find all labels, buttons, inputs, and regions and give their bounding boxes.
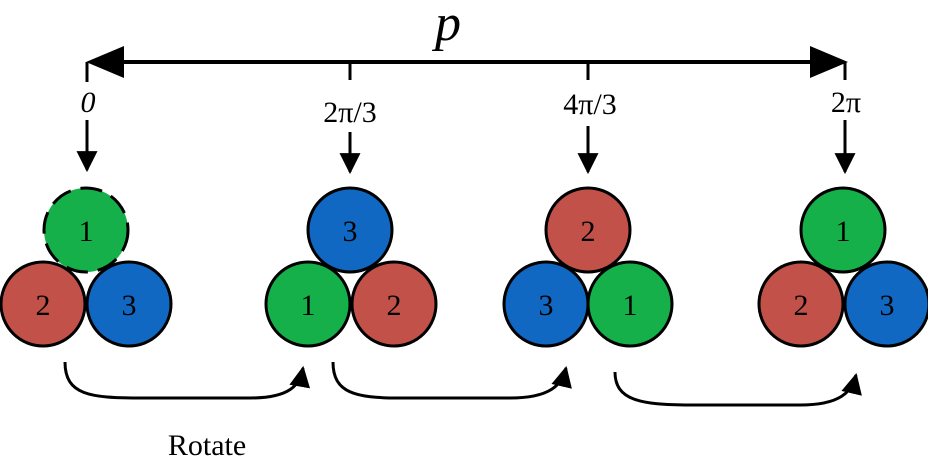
conductor-bottom-right-circle — [350, 260, 438, 348]
conductor-bottom-left-number: 2 — [794, 289, 809, 322]
conductor-group-1: 2 3 1 — [0, 186, 173, 348]
angle-label-0: 0 — [81, 86, 96, 119]
conductor-bottom-left-circle — [0, 260, 87, 348]
angle-label-1: 2π/3 — [323, 96, 376, 129]
conductor-group-3: 3 1 2 — [502, 186, 674, 348]
conductor-bottom-left-number: 3 — [539, 289, 554, 322]
conductor-bottom-right-circle — [586, 260, 674, 348]
conductor-top-number: 1 — [836, 215, 851, 248]
conductor-top-number: 2 — [581, 215, 596, 248]
conductor-bottom-right-circle — [843, 260, 928, 348]
rotate-arrow-3 — [613, 371, 862, 407]
conductor-group-4: 2 3 1 — [757, 186, 928, 348]
conductor-top-circle — [306, 186, 394, 274]
conductor-top-circle — [544, 186, 632, 274]
period-arrow — [86, 46, 848, 78]
rotation-arrows — [63, 361, 862, 407]
rotate-label: Rotate — [168, 429, 246, 460]
conductor-bottom-left-circle — [757, 260, 845, 348]
rotate-arrow-2 — [331, 361, 572, 400]
conductor-bottom-left-number: 2 — [36, 289, 51, 322]
angle-label-2: 4π/3 — [563, 88, 616, 121]
period-arrow-right-head — [810, 46, 848, 78]
period-label: p — [431, 0, 461, 52]
conductor-bottom-right-circle — [85, 260, 173, 348]
conductor-top-number: 1 — [79, 215, 94, 248]
conductor-bottom-right-number: 1 — [623, 289, 638, 322]
conductor-bottom-right-number: 2 — [387, 289, 402, 322]
conductor-top-circle — [799, 186, 887, 274]
conductor-bottom-left-number: 1 — [301, 289, 316, 322]
conductor-top-circle — [42, 186, 130, 274]
period-arrow-left-head — [86, 46, 124, 78]
rotate-arrow-1 — [63, 361, 311, 400]
conductor-top-number: 3 — [343, 215, 358, 248]
conductor-bottom-right-number: 3 — [122, 289, 137, 322]
conductor-bottom-left-circle — [264, 260, 352, 348]
angle-label-3: 2π — [831, 86, 861, 119]
conductor-bottom-right-number: 3 — [880, 289, 895, 322]
tick-lines — [76, 62, 856, 175]
conductor-groups: 2 3 1 1 2 3 3 1 2 2 3 1 — [0, 186, 928, 348]
conductor-group-2: 1 2 3 — [264, 186, 438, 348]
